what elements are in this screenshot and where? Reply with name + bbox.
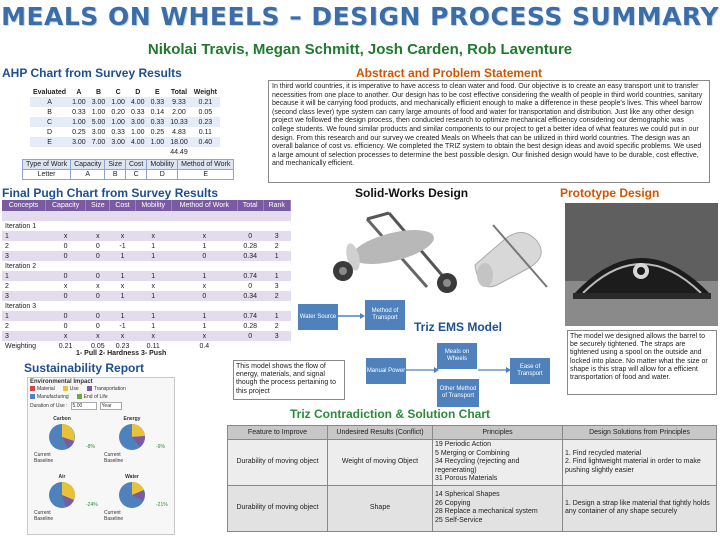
ahp-header: Total (170, 88, 188, 96)
ems-node-other-method: Other Method of Transport (437, 379, 479, 407)
duration-row: Duration of Use : 5.00 Year (28, 400, 174, 412)
sustainability-panel: Environmental Impact Material Use Transp… (27, 377, 175, 535)
ems-node-method-of-transport: Method of Transport (365, 300, 405, 330)
ahp-header: D (135, 88, 141, 96)
pugh-title: Final Pugh Chart from Survey Results (2, 186, 219, 200)
ahp-header: C (115, 88, 121, 96)
ahp-header: Weight (193, 88, 217, 96)
prototype-text: The model we designed allows the barrel … (567, 330, 717, 395)
solidworks-title: Solid-Works Design (355, 186, 469, 200)
cart-render-icon (333, 211, 548, 293)
pie-icon (49, 482, 75, 508)
ems-node-water-source: Water Source (298, 304, 338, 330)
pie-icon (119, 482, 145, 508)
ems-title: Triz EMS Model (414, 320, 503, 334)
pie-icon (49, 424, 75, 450)
ems-arrows-icon (406, 367, 511, 373)
prototype-title: Prototype Design (560, 186, 660, 200)
ems-node-meals-on-wheels: Meals on Wheels (437, 343, 477, 369)
ahp-header: Evaluated (33, 88, 67, 96)
duration-unit-select[interactable]: Year (99, 402, 122, 410)
ems-node-manual-power: Manual Power (366, 358, 406, 384)
prototype-photo (565, 203, 718, 326)
ahp-header: A (76, 88, 82, 96)
abstract-text: In third world countries, it is imperati… (268, 80, 710, 183)
ahp-title: AHP Chart from Survey Results (2, 66, 182, 80)
ahp-header: E (155, 88, 160, 96)
triz-table: Feature to Improve Undesired Results (Co… (227, 425, 717, 532)
abstract-title: Abstract and Problem Statement (356, 66, 543, 80)
solidworks-render (297, 203, 557, 298)
table-row: Durability of moving object Weight of mo… (227, 439, 717, 486)
sustainability-title: Sustainability Report (24, 361, 145, 375)
table-row: Iteration 1 (5, 222, 37, 230)
pugh-legend: 1- Pull 2- Hardness 3- Push (76, 350, 167, 357)
page-title: MEALS ON WHEELS – DESIGN PROCESS SUMMARY (1, 2, 719, 31)
arrow-right-icon (338, 313, 365, 319)
table-row: Durability of moving object Shape 14 Sph… (227, 484, 717, 532)
ahp-grand-total: 44.49 (170, 148, 188, 156)
ahp-header: B (95, 88, 102, 96)
env-impact-title: Environmental Impact (30, 379, 93, 385)
duration-input[interactable]: 5.00 (70, 402, 97, 410)
triz-title: Triz Contradiction & Solution Chart (290, 407, 490, 421)
ems-description: This model shows the flow of energy, mat… (233, 360, 345, 400)
authors: Nikolai Travis, Megan Schmitt, Josh Card… (147, 41, 573, 58)
impact-legend: Material Use Transportation Manufacturin… (28, 386, 174, 400)
table-row: Iteration 2 (5, 262, 37, 270)
pie-icon (119, 423, 146, 450)
table-row (2, 211, 291, 221)
prototype-photo-icon (565, 203, 718, 326)
table-row: Iteration 3 (5, 302, 37, 310)
table-row: 44.49 (30, 147, 220, 157)
ems-node-ease-of-transport: Ease of Transport (510, 358, 550, 384)
